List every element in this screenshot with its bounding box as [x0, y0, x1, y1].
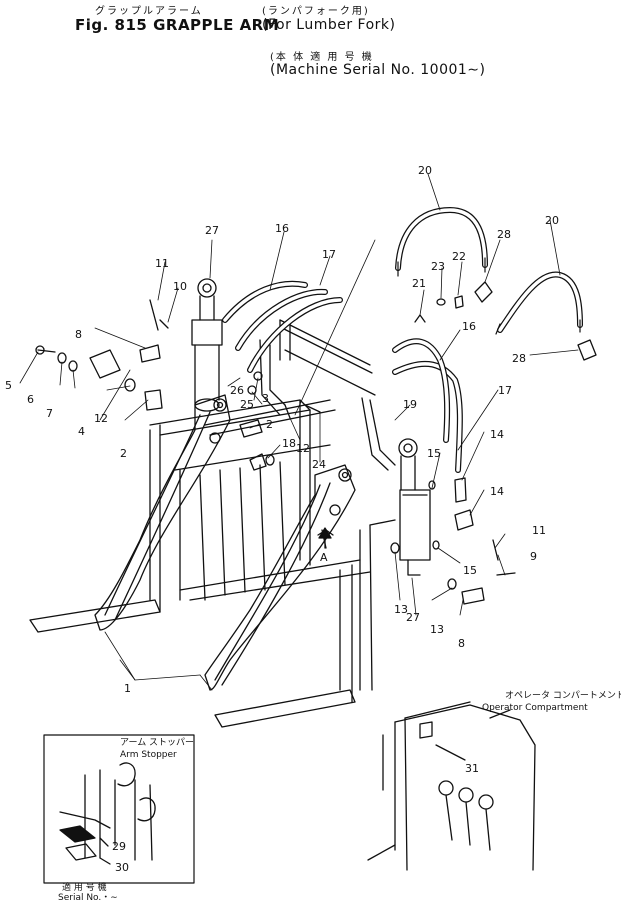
- callout-17: 17: [498, 384, 512, 397]
- callout-21: 21: [412, 277, 426, 290]
- leader-lines: [19, 173, 579, 691]
- callout-31: 31: [465, 762, 479, 775]
- grapple-arm-right: [204, 464, 356, 691]
- callout-11: 11: [532, 524, 546, 537]
- callout-7: 7: [46, 407, 53, 420]
- serial-jp: (本 体 適 用 号 機: [270, 52, 374, 63]
- arm-stopper-label-en: Arm Stopper: [120, 750, 177, 760]
- callout-15: 15: [463, 564, 477, 577]
- callout-10: 10: [173, 280, 187, 293]
- grapple-arm-left: [94, 394, 336, 631]
- callout-4: 4: [78, 425, 85, 438]
- fittings: [414, 281, 597, 531]
- cylinder-left: [191, 278, 223, 412]
- operator-label-jp: オペレータ コンパートメント: [505, 690, 621, 701]
- loose-parts-left: [35, 299, 321, 471]
- callout-13: 13: [430, 623, 444, 636]
- subtitle-en: (For Lumber Fork): [262, 17, 396, 33]
- fork-frame: [149, 399, 396, 691]
- callout-30: 30: [115, 861, 129, 874]
- arm-stopper-inset: [43, 734, 195, 884]
- callout-labels: 1 2 2 3 4 5 6 7 8 8 9 10 11 11 12 12 13 …: [5, 164, 621, 902]
- callout-9: 9: [530, 550, 537, 563]
- callout-14: 14: [490, 485, 504, 498]
- callout-11: 11: [155, 257, 169, 270]
- callout-2: 2: [266, 418, 273, 431]
- callout-16: 16: [462, 320, 476, 333]
- callout-28: 28: [497, 228, 511, 241]
- callout-2: 2: [120, 447, 127, 460]
- callout-20: 20: [418, 164, 432, 177]
- callout-A: A: [320, 551, 328, 564]
- callout-27: 27: [406, 611, 420, 624]
- callout-8: 8: [458, 637, 465, 650]
- callout-13: 13: [394, 603, 408, 616]
- callout-3: 3: [262, 392, 269, 405]
- operator-compartment: [367, 701, 536, 871]
- callout-24: 24: [312, 458, 326, 471]
- subtitle-jp: (ランパフォーク用): [262, 6, 370, 17]
- hydraulic-hoses: [222, 207, 583, 473]
- callout-15: 15: [427, 447, 441, 460]
- callout-14: 14: [490, 428, 504, 441]
- callout-18: 18: [282, 437, 296, 450]
- callout-12: 12: [94, 412, 108, 425]
- fork-tines: [29, 424, 356, 728]
- callout-23: 23: [431, 260, 445, 273]
- inset-serial-en: Serial No.・∼: [58, 893, 118, 902]
- serial-en: (Machine Serial No. 10001∼): [270, 62, 486, 78]
- title-jp: グラップルアラーム: [95, 6, 203, 17]
- operator-label-en: Operator Compartment: [482, 703, 588, 713]
- callout-19: 19: [403, 398, 417, 411]
- inset-serial-jp: 適 用 号 機: [62, 881, 107, 893]
- cylinder-right: [398, 438, 431, 576]
- callout-16: 16: [275, 222, 289, 235]
- title-en: Fig. 815 GRAPPLE ARM: [75, 16, 280, 34]
- callout-12: 12: [296, 442, 310, 455]
- callout-26: 26: [230, 384, 244, 397]
- callout-20: 20: [545, 214, 559, 227]
- view-arrow-a: [318, 527, 332, 549]
- callout-17: 17: [322, 248, 336, 261]
- callout-27: 27: [205, 224, 219, 237]
- callout-6: 6: [27, 393, 34, 406]
- callout-28: 28: [512, 352, 526, 365]
- hydraulic-tubes: [259, 319, 396, 471]
- callout-29: 29: [112, 840, 126, 853]
- callout-8: 8: [75, 328, 82, 341]
- callout-1: 1: [124, 682, 131, 695]
- callout-22: 22: [452, 250, 466, 263]
- callout-5: 5: [5, 379, 12, 392]
- arm-stopper-label-jp: アーム ストッパー: [120, 737, 194, 748]
- loose-parts-right: [317, 480, 516, 605]
- callout-25: 25: [240, 398, 254, 411]
